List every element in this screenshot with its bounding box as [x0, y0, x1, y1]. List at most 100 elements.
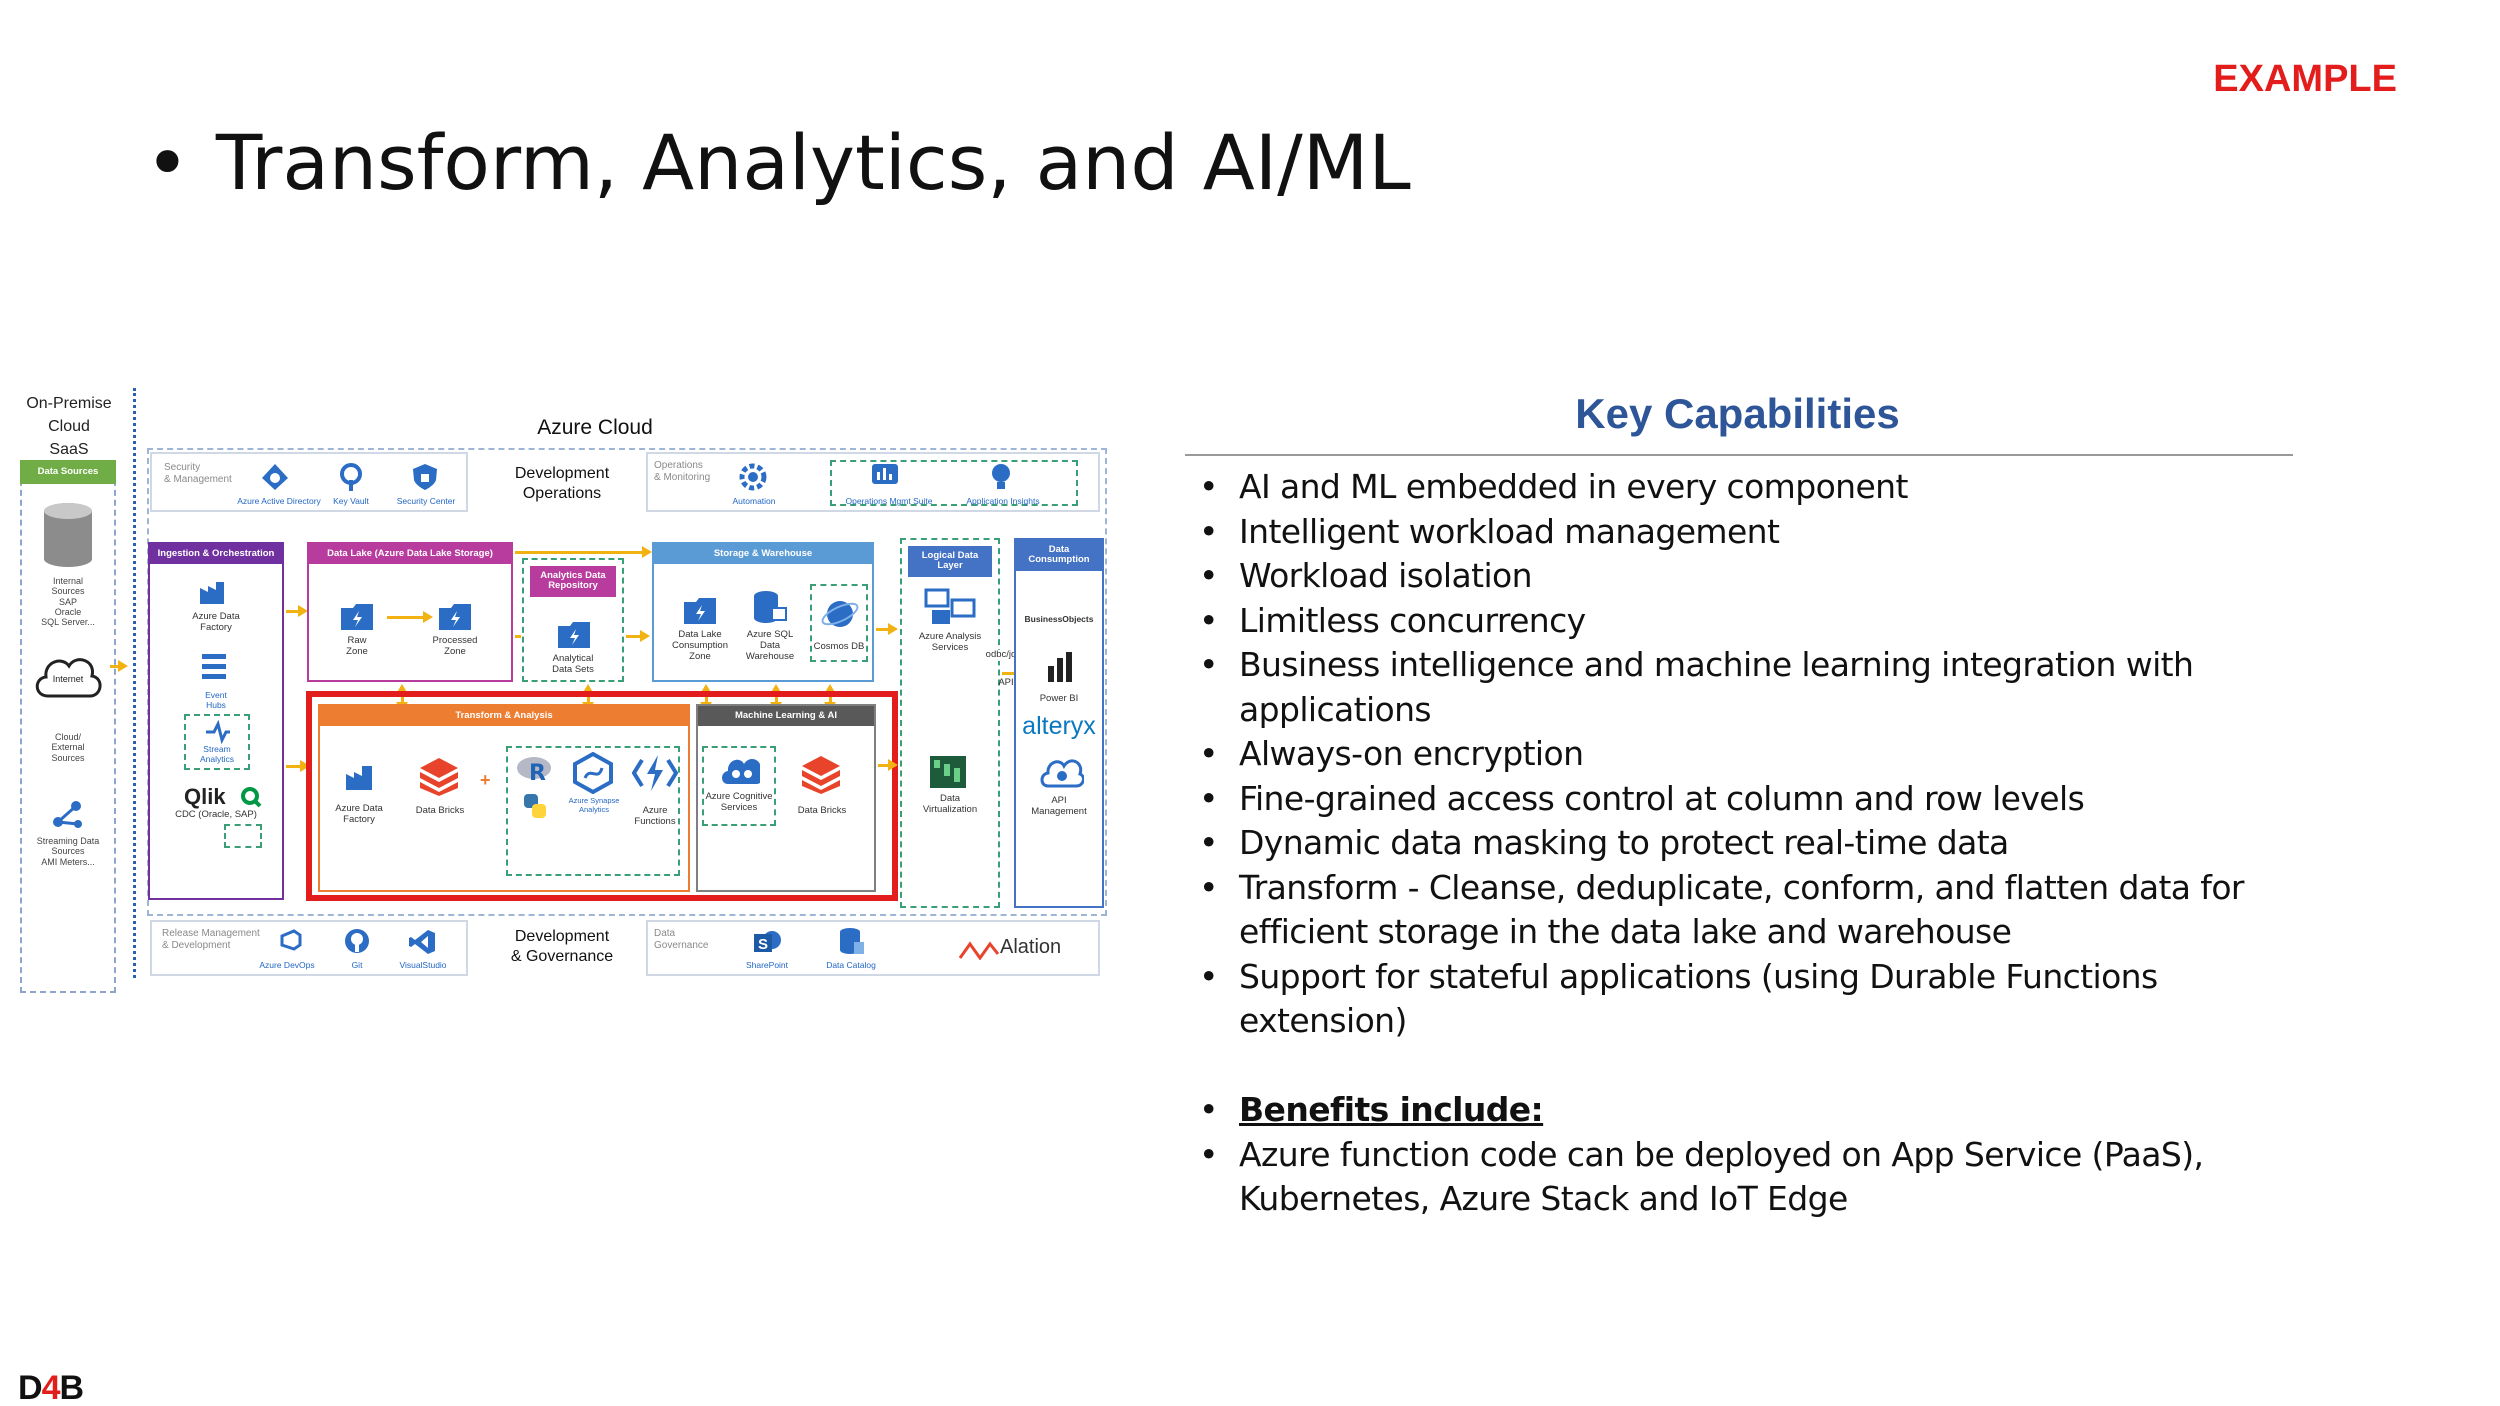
lake-to-storage-arrow	[642, 546, 652, 558]
qlik-mark-icon	[241, 787, 262, 808]
oms-icon	[872, 464, 898, 484]
adf-factory-icon	[200, 582, 224, 604]
analytics-repo-header: Analytics Data Repository	[530, 566, 616, 597]
example-tag: EXAMPLE	[2213, 58, 2397, 100]
up-arrow-4-line	[775, 692, 778, 704]
devops-icon	[280, 929, 302, 951]
up-arrow-1	[396, 684, 408, 694]
event-hubs-label: Event Hubs	[205, 690, 227, 710]
stream-analytics-icon	[206, 720, 230, 744]
functions-label: Azure Functions	[634, 805, 676, 827]
bo-label: BusinessObjects	[1024, 614, 1094, 624]
cloud-external-label: Cloud/ External Sources	[51, 732, 85, 763]
svg-text:R: R	[529, 761, 546, 786]
functions-icon	[632, 755, 678, 791]
visual-studio-label: VisualStudio	[399, 960, 447, 970]
security-panel: Security & Management Azure Active Direc…	[150, 452, 468, 512]
sources-arrow-line	[110, 665, 122, 668]
cosmos-db-label: Cosmos DB	[813, 641, 865, 652]
ingest-to-transform-line	[286, 765, 306, 768]
benefit-item: Azure function code can be deployed on A…	[1195, 1133, 2325, 1222]
storage-to-logical-line	[876, 628, 890, 631]
virtualization-label: Data Virtualization	[922, 793, 978, 815]
ml-panel: Machine Learning & AI Azure Cognitive Se…	[696, 704, 876, 892]
oms-label: Operations Mgmt Suite	[845, 496, 933, 506]
brand-prefix: D	[18, 1369, 43, 1406]
alation-logo-icon	[958, 941, 1000, 960]
operations-label: Operations & Monitoring	[654, 460, 711, 483]
logical-header-text: Logical Data Layer	[921, 550, 979, 572]
plus-icon: +	[480, 770, 491, 790]
powerbi-icon	[1048, 652, 1072, 682]
raw-to-processed-line	[387, 616, 427, 619]
cognitive-services-label: Azure Cognitive Services	[705, 791, 773, 813]
key-vault-label: Key Vault	[333, 496, 369, 506]
alteryx-logo: alteryx	[1022, 712, 1096, 740]
capability-item: AI and ML embedded in every component	[1195, 465, 2325, 510]
ml-databricks-icon	[802, 756, 840, 794]
powerbi-label: Power BI	[1039, 693, 1079, 704]
sharepoint-icon: S	[754, 931, 781, 953]
consumption-zone-label: Data Lake Consumption Zone	[672, 629, 728, 662]
capability-item: Fine-grained access control at column an…	[1195, 777, 2325, 822]
synapse-label: Azure Synapse Analytics	[568, 796, 620, 814]
capability-item: Limitless concurrency	[1195, 599, 2325, 644]
ingest-to-lake-arrow	[298, 605, 308, 617]
app-insights-icon	[992, 464, 1010, 489]
internet-cloud-icon	[35, 658, 102, 698]
streaming-icon	[53, 801, 82, 828]
alation-label: Alation	[1000, 936, 1062, 958]
consumption-header: Data Consumption	[1016, 540, 1102, 571]
data-catalog-label: Data Catalog	[826, 960, 876, 970]
brand-middle: 4	[41, 1369, 61, 1406]
release-panel: Release Management & Development Azure D…	[150, 920, 468, 976]
data-lake-panel: Data Lake (Azure Data Lake Storage) Raw …	[307, 542, 513, 682]
analytical-sets-label: Analytical Data Sets	[552, 653, 594, 675]
up-arrow-1-line	[401, 692, 404, 704]
streaming-label: Streaming Data Sources AMI Meters...	[36, 836, 100, 867]
data-catalog-icon	[840, 928, 864, 954]
ml-header: Machine Learning & AI	[698, 706, 874, 727]
capability-item: Workload isolation	[1195, 554, 2325, 599]
odbc-label: odbc/jdbc	[976, 649, 1036, 661]
up-arrow-3	[700, 684, 712, 694]
security-label: Security & Management	[164, 462, 232, 485]
qlik-logo: Qlik	[184, 784, 226, 809]
release-label: Release Management & Development	[162, 928, 260, 951]
repo-to-storage-arrow	[640, 630, 650, 642]
lake-to-repo-line	[515, 635, 521, 638]
processed-zone-icon	[439, 604, 471, 630]
api-management-icon	[1040, 759, 1084, 788]
data-lake-header: Data Lake (Azure Data Lake Storage)	[309, 544, 511, 565]
analytical-sets-icon	[558, 622, 590, 648]
raw-to-processed-arrow	[423, 611, 433, 623]
data-sources-title: Data Sources	[20, 460, 116, 484]
up-arrow-4	[770, 684, 782, 694]
transform-databricks-label: Data Bricks	[415, 805, 465, 816]
capability-item: Always-on encryption	[1195, 732, 2325, 777]
sql-dw-icon	[754, 591, 787, 623]
security-center-label: Security Center	[396, 496, 456, 506]
security-center-icon	[413, 464, 437, 490]
aad-label: Azure Active Directory	[237, 496, 321, 506]
capability-item: Dynamic data masking to protect real-tim…	[1195, 821, 2325, 866]
slide-title: •Transform, Analytics, and AI/ML	[145, 118, 1411, 207]
cognitive-services-icon	[722, 758, 760, 784]
transform-panel: Transform & Analysis Azure Data Factory …	[318, 704, 690, 892]
logical-layer-panel: Logical Data Layer Azure Analysis Servic…	[900, 538, 1000, 908]
transform-tools-box: R Azure Synapse Analytics Azure Function…	[506, 746, 680, 876]
logical-header: Logical Data Layer	[908, 546, 992, 577]
ingest-to-transform-arrow	[300, 760, 310, 772]
synapse-icon	[573, 752, 613, 794]
analytics-repo-panel: Analytics Data Repository Analytical Dat…	[522, 558, 624, 682]
sources-arrow	[118, 660, 128, 672]
key-vault-icon	[340, 463, 362, 491]
premise-divider	[133, 388, 136, 978]
visual-studio-icon	[409, 930, 435, 954]
capability-item: Transform - Cleanse, deduplicate, confor…	[1195, 866, 2325, 955]
internal-sources-label: Internal Sources SAP Oracle SQL Server..…	[41, 576, 95, 628]
cognitive-box: Azure Cognitive Services	[702, 746, 776, 826]
brand-suffix: B	[59, 1369, 84, 1406]
aas-icon	[924, 588, 976, 624]
cosmos-db-icon	[821, 601, 859, 627]
